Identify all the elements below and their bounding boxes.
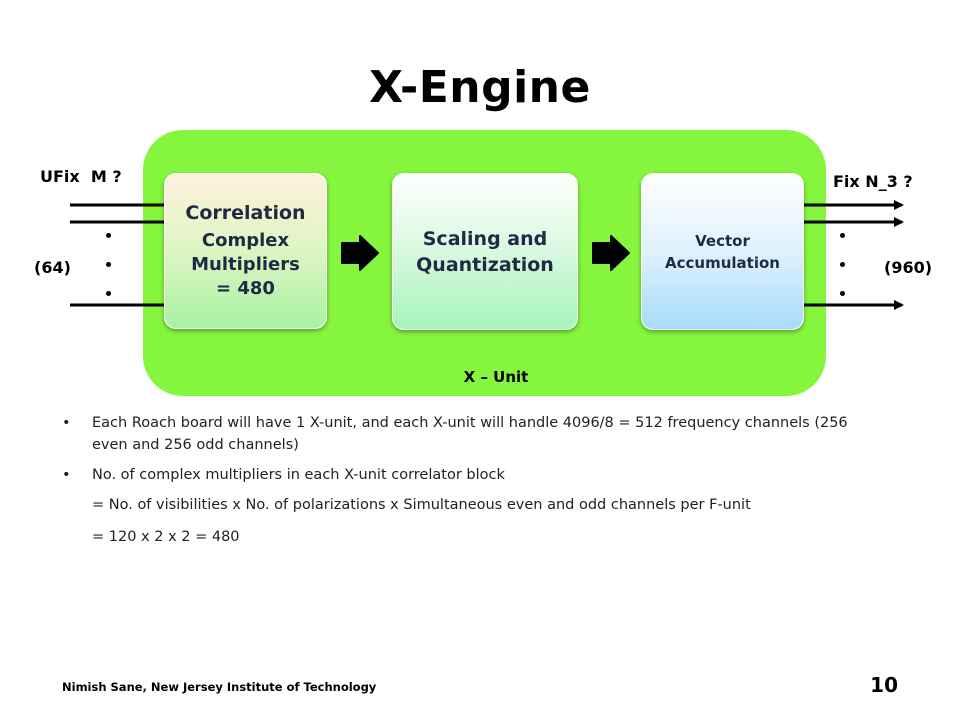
correlation-body-line-1: Complex [201, 230, 290, 251]
output-ellipsis-dot [840, 233, 845, 238]
vector-accumulation-block: Vector Accumulation [641, 173, 804, 330]
correlation-body-line-2: Multipliers [191, 254, 300, 275]
continuation-line: = 120 x 2 x 2 = 480 [92, 529, 240, 545]
scaling-line-2: Quantization [416, 253, 554, 276]
continuation-line: = No. of visibilities x No. of polarizat… [92, 497, 751, 513]
x-unit-label: X – Unit [463, 368, 529, 386]
footer-author: Nimish Sane, New Jersey Institute of Tec… [62, 680, 377, 694]
input-ellipsis-dot [106, 262, 111, 267]
scaling-quantization-block: Scaling and Quantization [392, 173, 578, 330]
slide-title: X-Engine [369, 62, 591, 113]
input-ellipsis-dot [106, 233, 111, 238]
accumulation-line-1: Vector [695, 231, 750, 250]
output-type-label: Fix N_3 ? [833, 172, 913, 191]
input-count-label: (64) [34, 258, 71, 277]
correlation-body-line-3: = 480 [216, 278, 275, 299]
bullet-item: No. of complex multipliers in each X-uni… [62, 464, 882, 486]
bullet-list: Each Roach board will have 1 X-unit, and… [62, 412, 882, 558]
output-ellipsis-dot [840, 291, 845, 296]
output-ellipsis-dot [840, 262, 845, 267]
input-ellipsis-dot [106, 291, 111, 296]
flow-arrow-icon [592, 235, 630, 271]
bullet-item: Each Roach board will have 1 X-unit, and… [62, 412, 882, 456]
output-count-label: (960) [884, 258, 933, 277]
accumulation-line-2: Accumulation [665, 253, 780, 272]
input-type-label: UFix M ? [40, 167, 122, 186]
correlation-heading: Correlation [185, 202, 306, 224]
flow-arrow-icon [341, 235, 379, 271]
page-number: 10 [870, 673, 898, 697]
scaling-line-1: Scaling and [422, 227, 548, 250]
correlation-block: Correlation Complex Multipliers = 480 [164, 173, 327, 329]
